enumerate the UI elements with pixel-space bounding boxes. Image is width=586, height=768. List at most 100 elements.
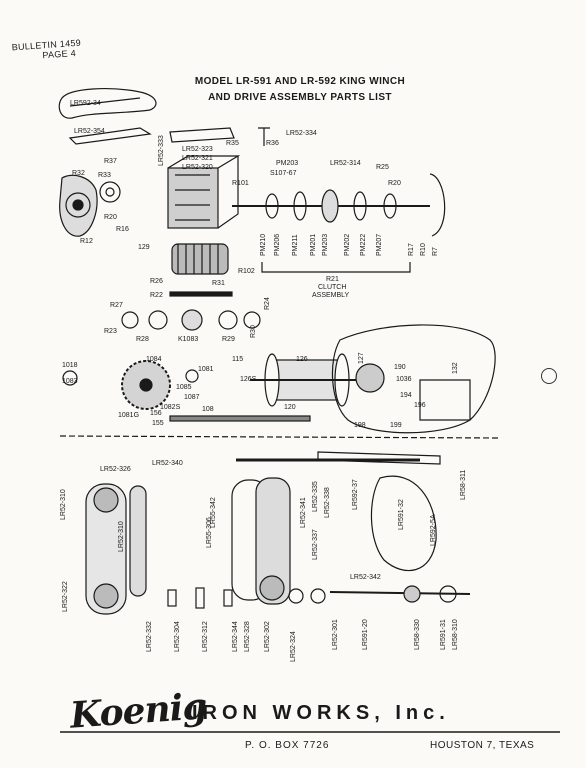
label-r25: R25 (376, 164, 389, 171)
label-r20-left: R20 (104, 214, 117, 221)
label-190: 190 (394, 364, 406, 371)
label-pm222: PM222 (360, 233, 367, 256)
label-196: 196 (414, 402, 426, 409)
label-clutch: CLUTCH (318, 284, 347, 291)
label-155: 155 (152, 420, 164, 427)
po-box: P. O. BOX 7726 (245, 740, 330, 751)
label-lr52-342: LR52-342 (350, 574, 381, 581)
label-r33: R33 (98, 172, 111, 179)
label-r27: R27 (110, 302, 123, 309)
label-r21: R21 (326, 276, 339, 283)
label-pm202: PM202 (344, 233, 351, 256)
label-lr52-335: LR52-335 (312, 481, 319, 512)
lever-bar (68, 127, 152, 145)
page-title: MODEL LR-591 AND LR-592 KING WINCH AND D… (150, 74, 450, 106)
label-r24: R24 (264, 297, 271, 310)
label-156: 156 (150, 410, 162, 417)
label-1083: 1083 (62, 378, 78, 385)
label-k1083: K1083 (178, 336, 199, 343)
label-lr52-302: LR52-302 (264, 621, 271, 652)
handle-lever (58, 88, 157, 119)
label-r102: R102 (238, 268, 255, 275)
label-129: 129 (138, 244, 150, 251)
label-120: 120 (284, 404, 296, 411)
label-r35: R35 (226, 140, 239, 147)
label-lr52-323: LR52-323 (182, 146, 213, 153)
label-r28: R28 (136, 336, 149, 343)
label-lr52-354: LR52-354 (74, 128, 105, 135)
label-s107-67: S107-67 (270, 170, 297, 177)
label-lr52-333: LR52-333 (158, 135, 165, 166)
label-lr591-20: LR591-20 (362, 619, 369, 650)
label-lr52-310: LR52-310 (60, 489, 67, 520)
label-r16: R16 (116, 226, 129, 233)
label-r36: R36 (266, 140, 279, 147)
label-132: 132 (452, 362, 459, 374)
city-address: HOUSTON 7, TEXAS (430, 740, 535, 751)
label-r7: R7 (432, 247, 439, 256)
label-lr52-320: LR52-320 (182, 164, 213, 171)
label-r32: R32 (72, 170, 85, 177)
label-1087: 1087 (184, 394, 200, 401)
label-127: 127 (358, 352, 365, 364)
label-1082s: 1082S (160, 404, 181, 411)
top-plate (169, 127, 235, 143)
label-lr52-326: LR52-326 (100, 466, 131, 473)
label-r37: R37 (104, 158, 117, 165)
label-lr592-34: LR592-34 (70, 100, 101, 107)
label-194: 194 (400, 392, 412, 399)
drum (171, 243, 229, 275)
label-r31: R31 (212, 280, 225, 287)
label-r23: R23 (104, 328, 117, 335)
label-r26: R26 (150, 278, 163, 285)
chain-case (85, 483, 127, 615)
label-199: 199 (390, 422, 402, 429)
label-lr591-32: LR591-32 (398, 499, 405, 530)
company-name: IRON WORKS, Inc. (192, 702, 450, 724)
label-r30: R30 (250, 325, 257, 338)
label-r29: R29 (222, 336, 235, 343)
label-lr58-311: LR58-311 (460, 469, 467, 500)
label-1036: 1036 (396, 376, 412, 383)
title-line-2: AND DRIVE ASSEMBLY PARTS LIST (208, 92, 392, 103)
label-pm207: PM207 (376, 233, 383, 256)
label-lr52-337: LR52-337 (312, 529, 319, 560)
label-pm203-lower: PM203 (322, 233, 329, 256)
label-108: 108 (202, 406, 214, 413)
label-r22: R22 (150, 292, 163, 299)
binder-hole (541, 368, 557, 384)
label-lr52-314: LR52-314 (330, 160, 361, 167)
label-126: 126 (296, 356, 308, 363)
label-1085: 1085 (176, 384, 192, 391)
label-lr52-321: LR52-321 (182, 155, 213, 162)
gear-housing (167, 167, 219, 229)
label-1081: 1081 (198, 366, 214, 373)
label-lr55-342: LR55-342 (210, 497, 217, 528)
label-lr592-5a: LR592-5A (430, 514, 437, 546)
title-line-1: MODEL LR-591 AND LR-592 KING WINCH (194, 76, 406, 87)
label-lr52-322: LR52-322 (62, 581, 69, 612)
label-198: 198 (354, 422, 366, 429)
label-pm201: PM201 (310, 233, 317, 256)
label-lr52-324: LR52-324 (290, 631, 297, 662)
label-r20-right: R20 (388, 180, 401, 187)
label-115: 115 (232, 356, 244, 363)
label-lr52-344: LR52-344 (232, 621, 239, 652)
label-lr52-301: LR52-301 (332, 619, 339, 650)
label-r17: R17 (408, 243, 415, 256)
label-lr591-31: LR591-31 (440, 619, 447, 650)
label-lr52-332: LR52-332 (146, 621, 153, 652)
label-lr52-334: LR52-334 (286, 130, 317, 137)
label-lr592-37: LR592-37 (352, 479, 359, 510)
label-assembly: ASSEMBLY (312, 292, 350, 299)
label-lr52-310-lower: LR52-310 (118, 521, 125, 552)
label-lr58-310: LR58-310 (452, 619, 459, 650)
label-lr52-341: LR52-341 (300, 497, 307, 528)
label-lr52-304: LR52-304 (174, 621, 181, 652)
label-1018: 1018 (62, 362, 78, 369)
label-lr52-312: LR52-312 (202, 621, 209, 652)
label-1084: 1084 (146, 356, 162, 363)
label-126s: 126S (240, 376, 257, 383)
